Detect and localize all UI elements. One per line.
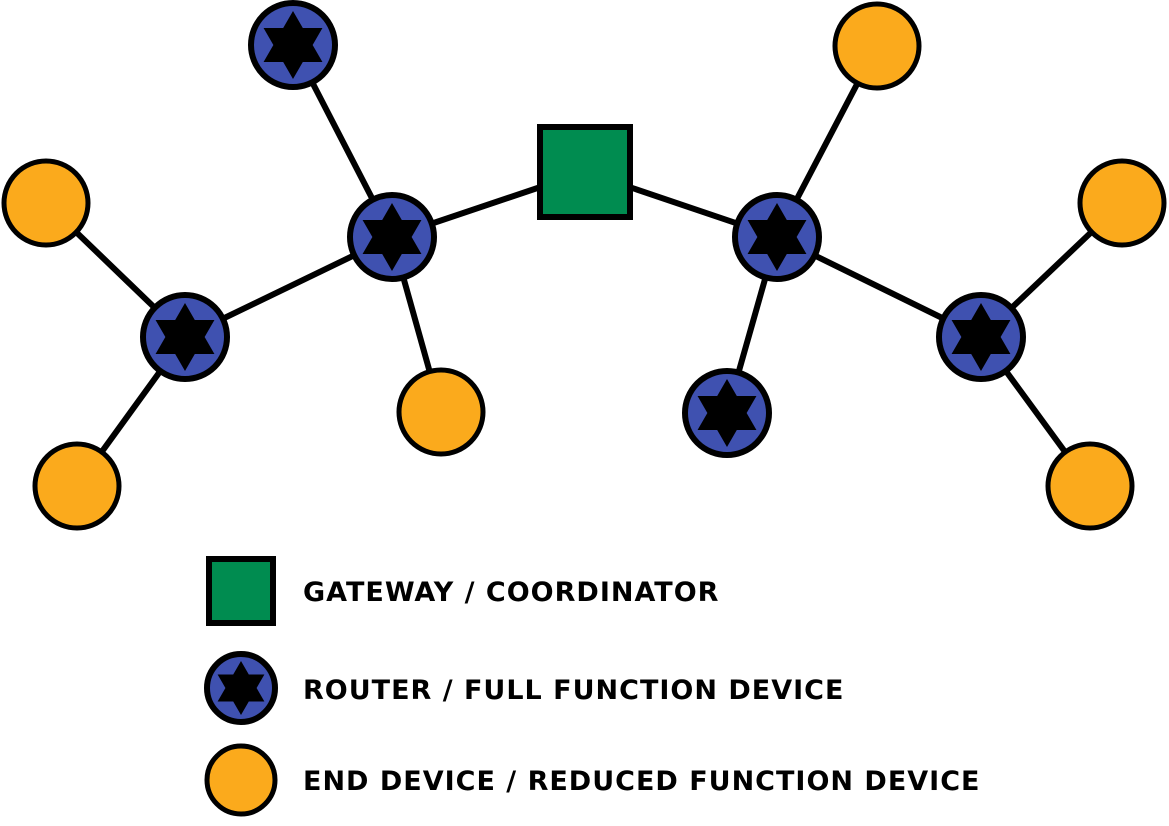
node-end-4 [832,1,922,91]
node-end-3 [396,367,486,457]
node-end-5 [1077,158,1167,248]
star-icon [951,303,1011,371]
end-device-circle [832,1,922,91]
star-icon [697,379,757,447]
legend-router-star-icon [217,661,265,715]
legend: GATEWAY / COORDINATOR ROUTER / FULL FUNC… [204,556,980,817]
node-end-6 [1045,441,1135,531]
end-device-circle [1045,441,1135,531]
legend-end-device-label: END DEVICE / REDUCED FUNCTION DEVICE [303,766,980,797]
legend-item-end-device: END DEVICE / REDUCED FUNCTION DEVICE [204,743,980,817]
links-layer [43,43,1125,488]
star-icon [155,303,215,371]
node-router-e [248,0,338,90]
end-device-circle [1077,158,1167,248]
legend-item-router: ROUTER / FULL FUNCTION DEVICE [204,651,844,725]
node-end-1 [1,158,91,248]
star-icon [747,203,807,271]
end-device-circle [1,158,91,248]
legend-end-device-swatch [204,743,278,817]
coordinator-square [537,124,633,220]
nodes-layer [1,0,1167,531]
star-icon [362,203,422,271]
node-end-2 [32,441,122,531]
node-router-a [347,192,437,282]
end-device-circle [32,441,122,531]
legend-coordinator-label: GATEWAY / COORDINATOR [303,577,719,608]
node-coordinator [537,124,633,220]
node-router-c [140,292,230,382]
legend-router-label: ROUTER / FULL FUNCTION DEVICE [303,675,844,706]
node-router-d [936,292,1026,382]
legend-item-coordinator: GATEWAY / COORDINATOR [206,556,719,626]
end-device-circle [396,367,486,457]
star-icon [263,11,323,79]
node-router-f [682,368,772,458]
node-router-b [732,192,822,282]
legend-coordinator-swatch [206,556,276,626]
